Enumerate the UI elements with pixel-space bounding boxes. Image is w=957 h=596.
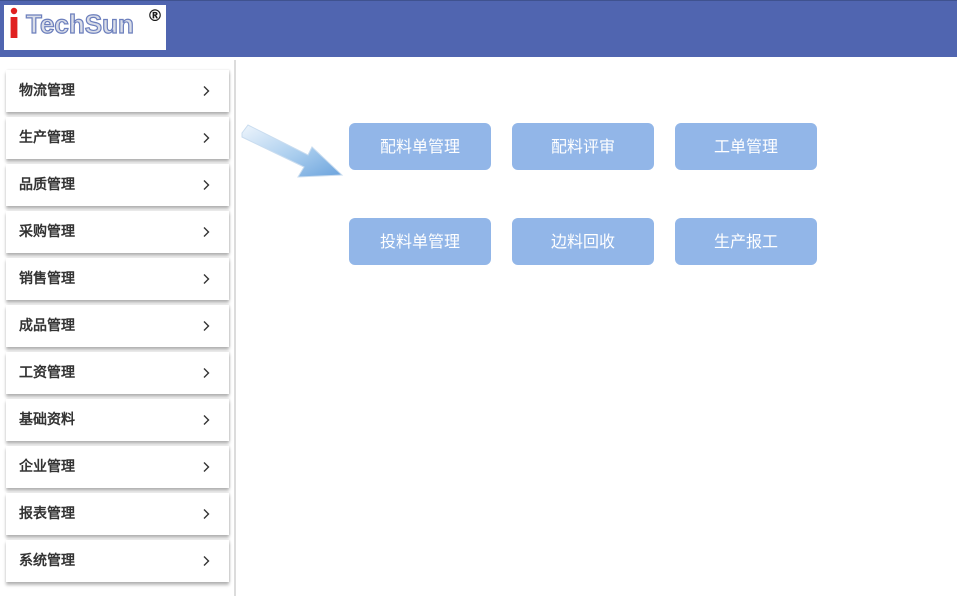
sidebar-item-label: 采购管理 (19, 224, 75, 240)
sidebar-item-label: 品质管理 (19, 177, 75, 193)
sidebar-item-reports[interactable]: 报表管理 (6, 493, 229, 535)
chevron-right-icon (203, 86, 210, 96)
sidebar-item-label: 企业管理 (19, 459, 75, 475)
sidebar-item-label: 基础资料 (19, 412, 75, 428)
logo-i-icon (10, 7, 18, 38)
chevron-right-icon (203, 180, 210, 190)
sidebar-item-system[interactable]: 系统管理 (6, 540, 229, 582)
sidebar-item-master-data[interactable]: 基础资料 (6, 399, 229, 441)
tile-scrap-recycling[interactable]: 边料回收 (512, 218, 654, 265)
sidebar-item-label: 报表管理 (19, 506, 75, 522)
registered-mark: ® (147, 6, 163, 25)
sidebar-item-enterprise[interactable]: 企业管理 (6, 446, 229, 488)
app-header: TechSun ® (0, 0, 957, 57)
sidebar-item-logistics[interactable]: 物流管理 (6, 70, 229, 112)
logo: TechSun ® (4, 5, 166, 50)
sidebar-item-finished-goods[interactable]: 成品管理 (6, 305, 229, 347)
sidebar-item-label: 生产管理 (19, 130, 75, 146)
chevron-right-icon (203, 509, 210, 519)
sidebar-item-purchasing[interactable]: 采购管理 (6, 211, 229, 253)
chevron-right-icon (203, 321, 210, 331)
tile-work-order-management[interactable]: 工单管理 (675, 123, 817, 170)
sidebar-item-label: 物流管理 (19, 83, 75, 99)
chevron-right-icon (203, 133, 210, 143)
chevron-right-icon (203, 462, 210, 472)
sidebar-item-sales[interactable]: 销售管理 (6, 258, 229, 300)
sidebar-item-label: 销售管理 (19, 271, 75, 287)
chevron-right-icon (203, 556, 210, 566)
tile-production-report[interactable]: 生产报工 (675, 218, 817, 265)
arrow-right-icon (241, 124, 344, 178)
sidebar-item-label: 工资管理 (19, 365, 75, 381)
tile-ingredient-order-management[interactable]: 配料单管理 (349, 123, 491, 170)
chevron-right-icon (203, 227, 210, 237)
tile-ingredient-review[interactable]: 配料评审 (512, 123, 654, 170)
chevron-right-icon (203, 274, 210, 284)
chevron-right-icon (203, 415, 210, 425)
chevron-right-icon (203, 368, 210, 378)
logo-text: TechSun (25, 8, 134, 39)
sidebar-menu: 物流管理 生产管理 品质管理 采购管理 销售管理 成品管理 工资管理 基础资料 … (0, 60, 236, 596)
sidebar-item-payroll[interactable]: 工资管理 (6, 352, 229, 394)
sidebar-item-production[interactable]: 生产管理 (6, 117, 229, 159)
sidebar-item-label: 系统管理 (19, 553, 75, 569)
sidebar-item-quality[interactable]: 品质管理 (6, 164, 229, 206)
tile-feeding-order-management[interactable]: 投料单管理 (349, 218, 491, 265)
sidebar-item-label: 成品管理 (19, 318, 75, 334)
